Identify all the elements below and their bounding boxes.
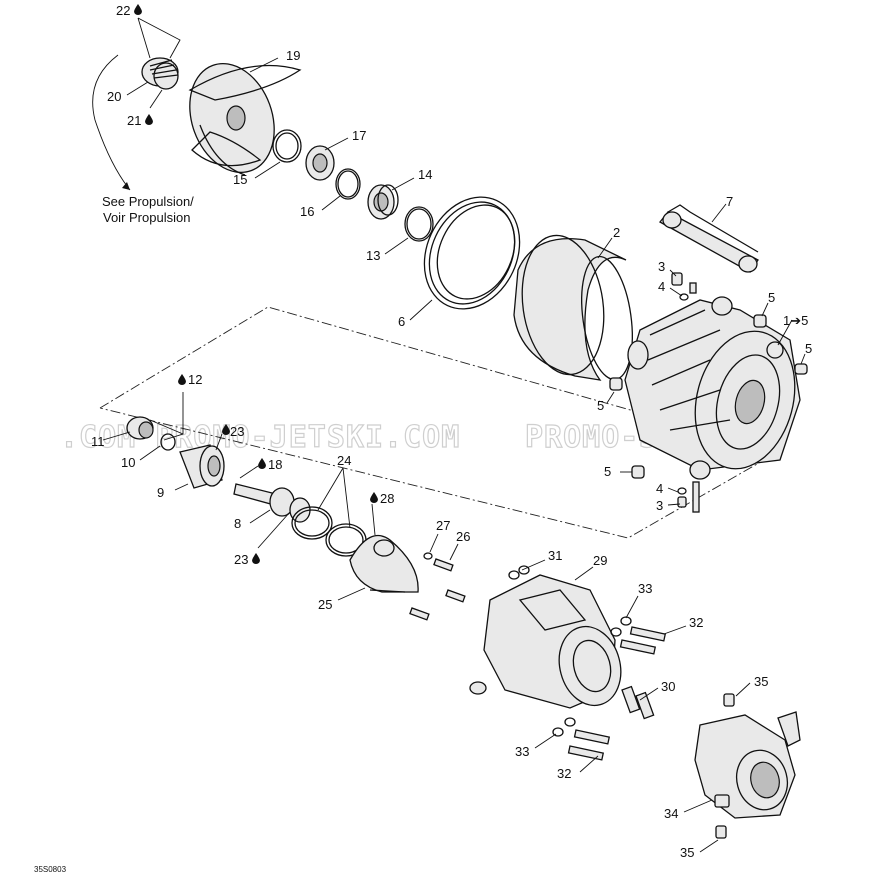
callout-1-to-5: 1➔5 [783,313,808,328]
callout-12: 12 [188,372,202,387]
steering-nozzle-34 [694,711,801,819]
sealant-drop-icon-21 [145,114,153,125]
propulsion-arrow-curve [92,54,131,191]
sealant-drop-icon-12 [178,374,186,385]
propulsion-arrow-head [122,182,130,190]
callout-35-top: 35 [754,674,768,689]
seal-cover [305,145,335,181]
callout-27: 27 [436,518,450,533]
sealant-drop-icon-18 [258,458,266,469]
callout-3-top: 3 [658,259,665,274]
callout-5-c: 5 [597,398,604,413]
sealant-drop-icon-28 [370,492,378,503]
venturi-29 [469,574,622,709]
bushing-11 [126,416,154,440]
callout-3-bottom: 3 [656,498,663,513]
callout-28: 28 [380,491,394,506]
callout-26: 26 [456,529,470,544]
callout-29: 29 [593,553,607,568]
callout-4-bottom: 4 [656,481,663,496]
support-bracket-7 [659,204,759,273]
cone-25 [349,534,419,593]
o-ring-10 [160,433,176,451]
bearing [367,184,399,220]
washers-31 [508,565,530,580]
callout-33-bottom: 33 [515,744,529,759]
sealant-drop-icon-22 [134,4,142,15]
screws-26-27 [409,552,466,621]
callout-23-top: 23 [230,424,244,439]
callout-5-d: 5 [604,464,611,479]
callout-5-b: 5 [805,341,812,356]
callout-20: 20 [107,89,121,104]
callout-17: 17 [352,128,366,143]
drive-shaft-8 [233,483,311,523]
o-ring-16 [335,168,361,200]
callout-15: 15 [233,172,247,187]
sealant-drop-icon-23-bottom [252,553,260,564]
bolts-32-33 [552,616,667,761]
callout-11: 11 [91,434,105,449]
callout-18: 18 [268,457,282,472]
o-ring-13 [404,206,434,242]
note-voir-propulsion: Voir Propulsion [103,210,190,225]
callout-21: 21 [127,113,141,128]
callout-34: 34 [664,806,678,821]
callout-32-top: 32 [689,615,703,630]
anodes-30 [621,685,655,720]
callout-6: 6 [398,314,405,329]
callout-7: 7 [726,194,733,209]
callout-32-bottom: 32 [557,766,571,781]
callout-25: 25 [318,597,332,612]
callout-24: 24 [337,453,351,468]
callout-35-bottom: 35 [680,845,694,860]
callout-4-top: 4 [658,279,665,294]
callout-22: 22 [116,3,130,18]
callout-13: 13 [366,248,380,263]
callout-14: 14 [418,167,432,182]
circlip [272,129,302,163]
leader-lines [102,17,806,853]
callout-10: 10 [121,455,135,470]
wear-ring-2 [513,234,633,381]
callout-23-bottom: 23 [234,552,248,567]
screws-35 [715,693,735,839]
callout-2: 2 [613,225,620,240]
pump-housing [624,296,801,480]
bearing-housing-9 [179,444,225,489]
o-rings-24 [291,506,367,557]
callout-5-a: 5 [768,290,775,305]
large-wear-ring-6 [423,196,521,310]
drawing-id: 35S0803 [34,865,67,874]
note-see-propulsion: See Propulsion/ [102,194,194,209]
callout-30: 30 [661,679,675,694]
callout-9: 9 [157,485,164,500]
callout-19: 19 [286,48,300,63]
callout-8: 8 [234,516,241,531]
callout-31: 31 [548,548,562,563]
watermark-left: .COM PROMO-JETSKI.COM [60,420,460,455]
impeller [188,62,302,176]
fastener-group-right [609,272,808,513]
callout-33-top: 33 [638,581,652,596]
wear-sleeve-nut [141,57,179,90]
callout-16: 16 [300,204,314,219]
